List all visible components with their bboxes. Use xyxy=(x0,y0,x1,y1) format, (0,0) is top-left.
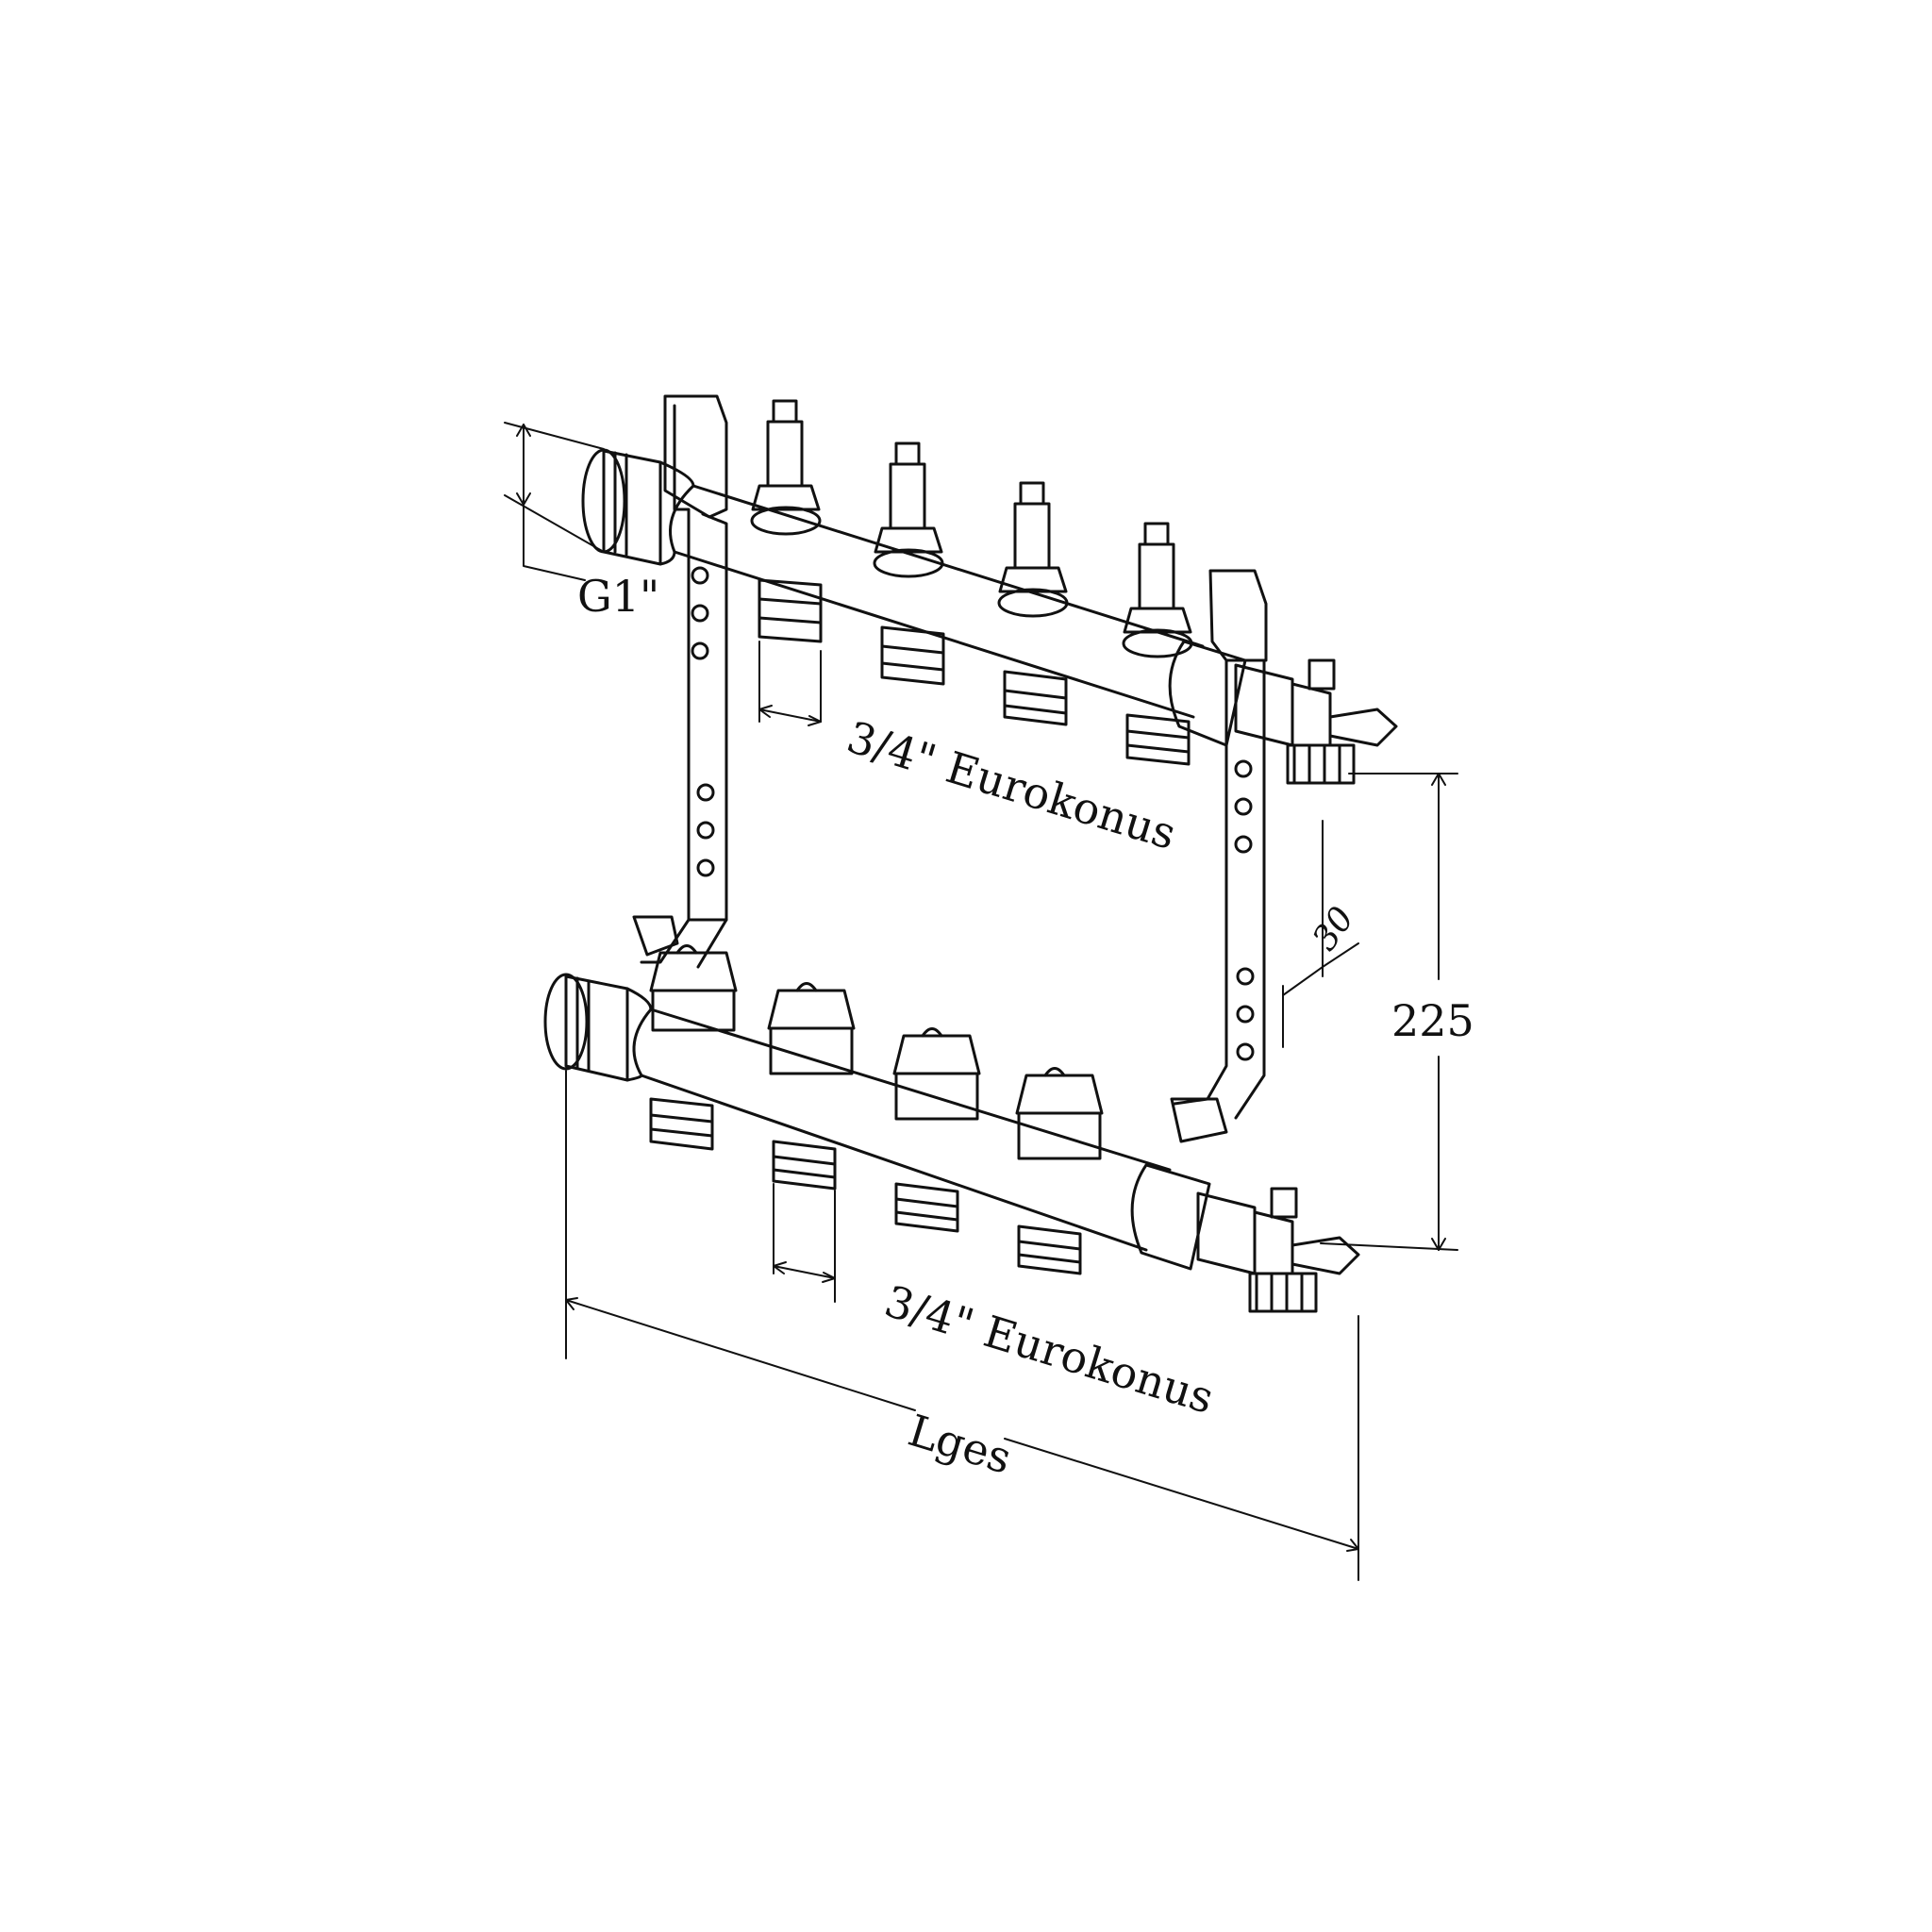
flow-meter-3 xyxy=(997,481,1069,618)
label-total-length: Lges xyxy=(903,1405,1018,1484)
valve-cap-3 xyxy=(892,1027,981,1121)
dimension-offset xyxy=(1282,820,1359,1048)
bottom-outlet-3 xyxy=(894,1182,959,1233)
label-outlet-top: 3/4" Eurokonus xyxy=(841,711,1182,859)
bottom-outlet-4 xyxy=(1017,1224,1082,1275)
valve-cap-1 xyxy=(649,944,738,1032)
bottom-outlet-1 xyxy=(649,1097,714,1151)
dimension-length xyxy=(565,1070,1359,1581)
valve-cap-2 xyxy=(767,982,856,1075)
flow-meter-4 xyxy=(1122,522,1193,658)
bracket-left xyxy=(632,394,728,969)
dimension-outlet-top xyxy=(758,641,822,726)
end-valve-top xyxy=(1234,658,1398,785)
bracket-right xyxy=(1170,569,1268,1143)
flow-meter-1 xyxy=(750,399,822,536)
bottom-outlet-2 xyxy=(772,1140,837,1191)
top-outlet-3 xyxy=(1003,670,1068,726)
label-inlet-thread: G1" xyxy=(577,571,659,622)
dimension-outlet-bottom xyxy=(773,1183,836,1303)
bottom-manifold-bar xyxy=(543,973,1211,1271)
top-outlet-2 xyxy=(880,625,945,686)
top-outlet-1 xyxy=(758,578,823,643)
valve-cap-4 xyxy=(1015,1067,1104,1160)
flow-meter-2 xyxy=(873,441,944,578)
top-outlet-4 xyxy=(1125,713,1191,766)
label-outlet-bottom: 3/4" Eurokonus xyxy=(879,1275,1220,1424)
top-manifold-bar xyxy=(581,448,1247,747)
dimension-height xyxy=(1320,773,1458,1251)
label-offset: 30 xyxy=(1306,900,1362,958)
label-height: 225 xyxy=(1391,995,1474,1046)
end-valve-bottom xyxy=(1196,1187,1360,1313)
dimension-inlet xyxy=(504,422,605,581)
